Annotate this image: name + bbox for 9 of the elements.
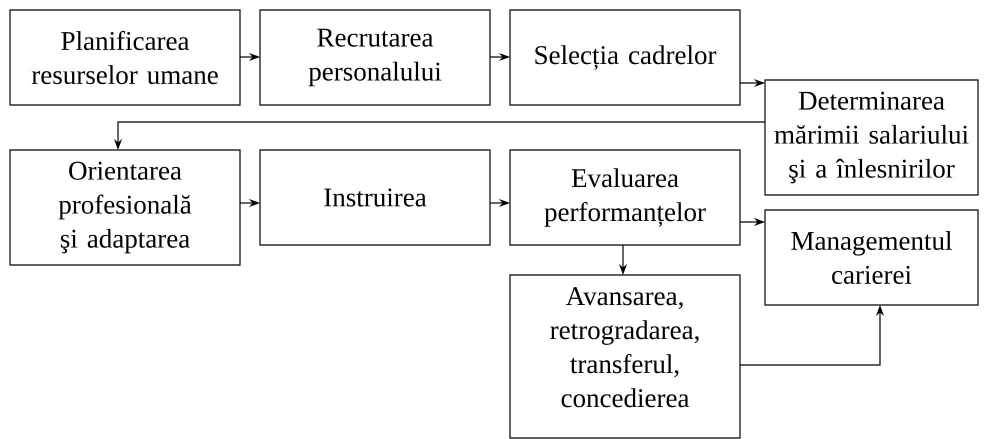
process-box: Orientarea profesională şi adaptarea <box>9 149 241 266</box>
process-box: Managementul carierei <box>764 209 979 306</box>
process-box: Selecția cadrelor <box>509 9 741 106</box>
process-box: Instruirea <box>259 149 491 246</box>
process-box: Recrutarea personalului <box>259 9 491 106</box>
process-box: Determinarea mărimii salariului şi a înlesnirilor <box>764 79 979 196</box>
process-box: Evaluarea performanțelor <box>509 149 741 246</box>
process-box: Planificarea resurselor umane <box>9 9 241 106</box>
process-box: Avansarea, retrogradarea, transferul, concedierea <box>509 274 741 439</box>
